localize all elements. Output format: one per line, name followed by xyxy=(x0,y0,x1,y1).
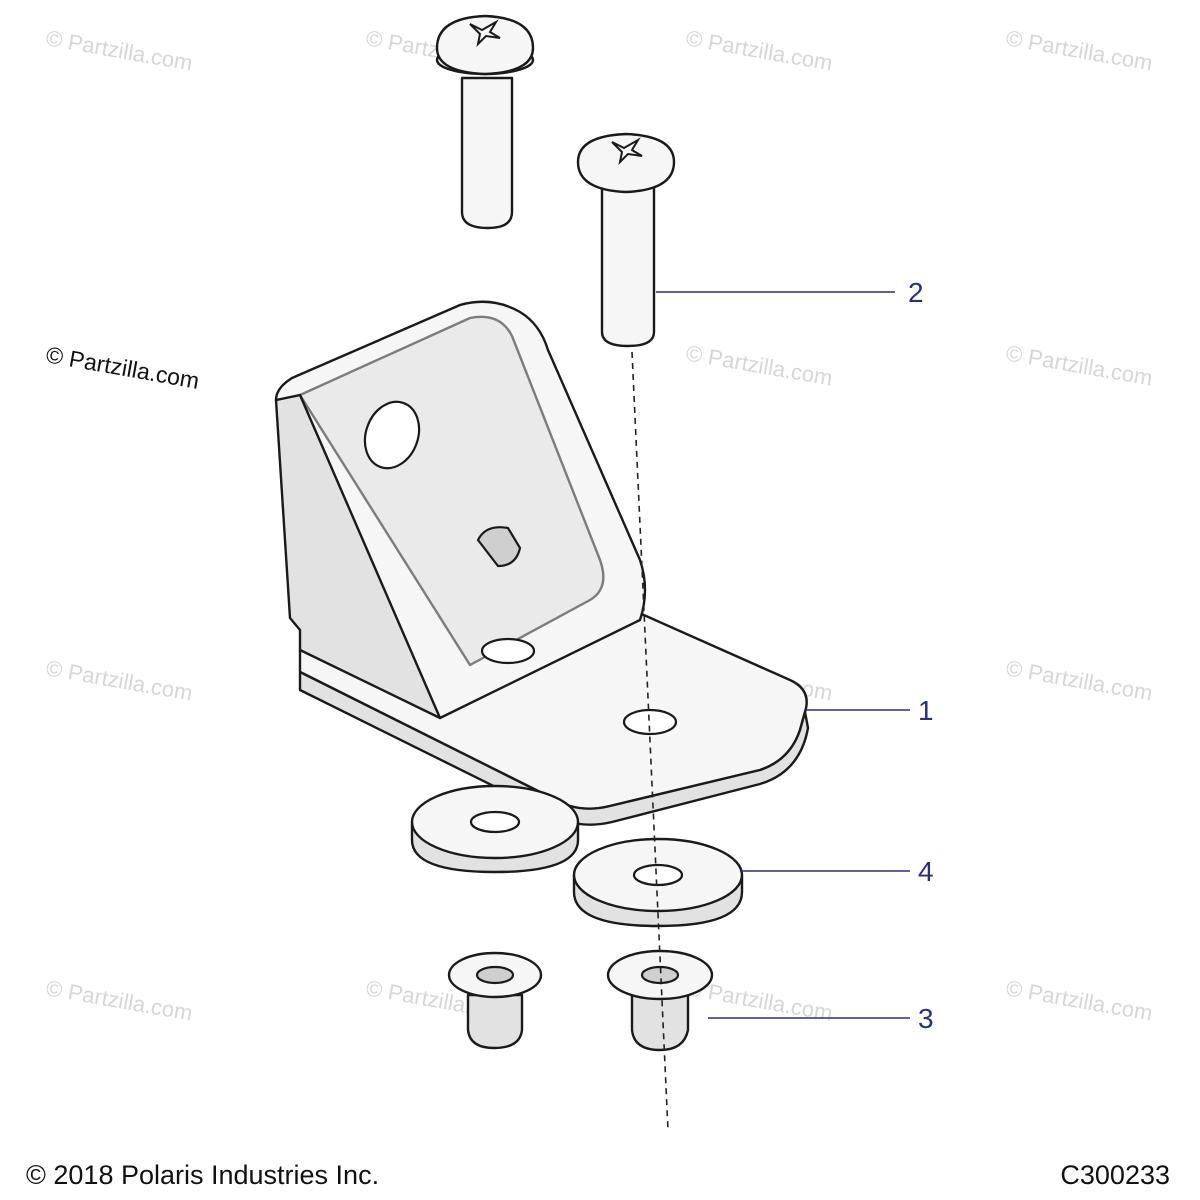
callout-4: 4 xyxy=(918,856,934,887)
screw-icon xyxy=(435,14,535,230)
callout-1: 1 xyxy=(918,695,934,726)
watermark: © Partzilla.com xyxy=(1004,975,1154,1025)
watermark: © Partzilla.com xyxy=(684,25,834,75)
watermark-main: © Partzilla.com xyxy=(44,341,201,394)
watermark: © Partzilla.com xyxy=(44,975,194,1025)
watermark: © Partzilla.com xyxy=(44,655,194,705)
watermark: © Partzilla.com xyxy=(684,340,834,390)
assembly-axis xyxy=(631,351,669,1131)
watermark: © Partzilla.com xyxy=(1004,655,1154,705)
callout-2: 2 xyxy=(908,277,924,308)
flange-nut-icon xyxy=(447,951,543,1050)
bracket-icon xyxy=(274,300,810,826)
washer-icon xyxy=(572,837,744,928)
watermark: © Partzilla.com xyxy=(1004,340,1154,390)
copyright-notice: © 2018 Polaris Industries Inc. xyxy=(26,1160,380,1190)
screw-icon xyxy=(576,132,676,348)
washer-icon xyxy=(410,784,580,874)
watermark: © Partzilla.com xyxy=(44,25,194,75)
watermark: © Partzilla.com xyxy=(1004,25,1154,75)
diagram-code: C300233 xyxy=(1060,1160,1170,1190)
flange-nut-icon xyxy=(606,949,714,1052)
callout-3: 3 xyxy=(918,1003,934,1034)
